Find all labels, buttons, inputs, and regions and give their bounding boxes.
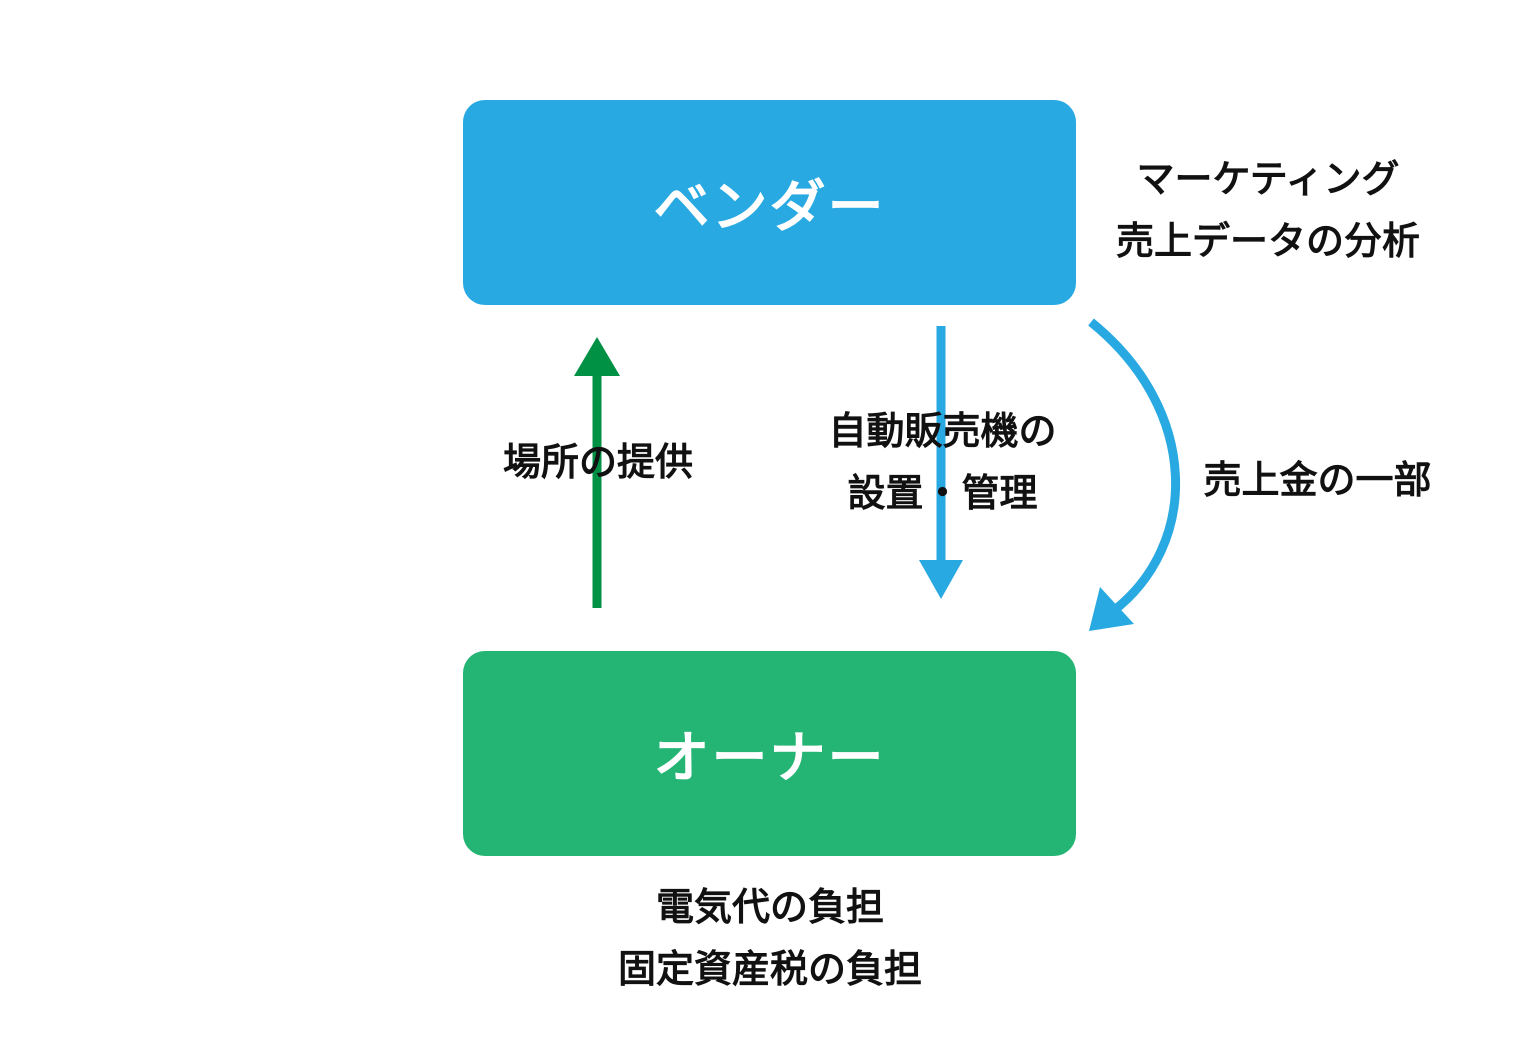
owner-notes: 電気代の負担 固定資産税の負担 xyxy=(520,876,1020,1000)
owner-box: オーナー xyxy=(463,651,1076,856)
owner-title: オーナー xyxy=(653,726,886,791)
place-provision-label: 場所の提供 xyxy=(502,440,693,484)
vendor-note-line: 売上データの分析 xyxy=(1115,219,1420,263)
install-label-line: 設置・管理 xyxy=(847,471,1038,515)
owner-note-line: 固定資産税の負担 xyxy=(617,947,922,991)
vendor-notes: マーケティング 売上データの分析 xyxy=(1090,148,1446,272)
revenue-share-arrow xyxy=(1088,318,1180,631)
place-arrow xyxy=(574,337,620,608)
vendor-box: ベンダー xyxy=(463,100,1076,305)
install-label-line: 自動販売機の xyxy=(828,409,1057,453)
owner-note-line: 電気代の負担 xyxy=(655,885,884,929)
revenue-share-label: 売上金の一部 xyxy=(1203,458,1432,502)
vendor-note-line: マーケティング xyxy=(1136,157,1400,201)
install-manage-label: 自動販売機の 設置・管理 xyxy=(800,400,1085,524)
install-arrow xyxy=(919,326,963,599)
vendor-title: ベンダー xyxy=(653,175,886,240)
